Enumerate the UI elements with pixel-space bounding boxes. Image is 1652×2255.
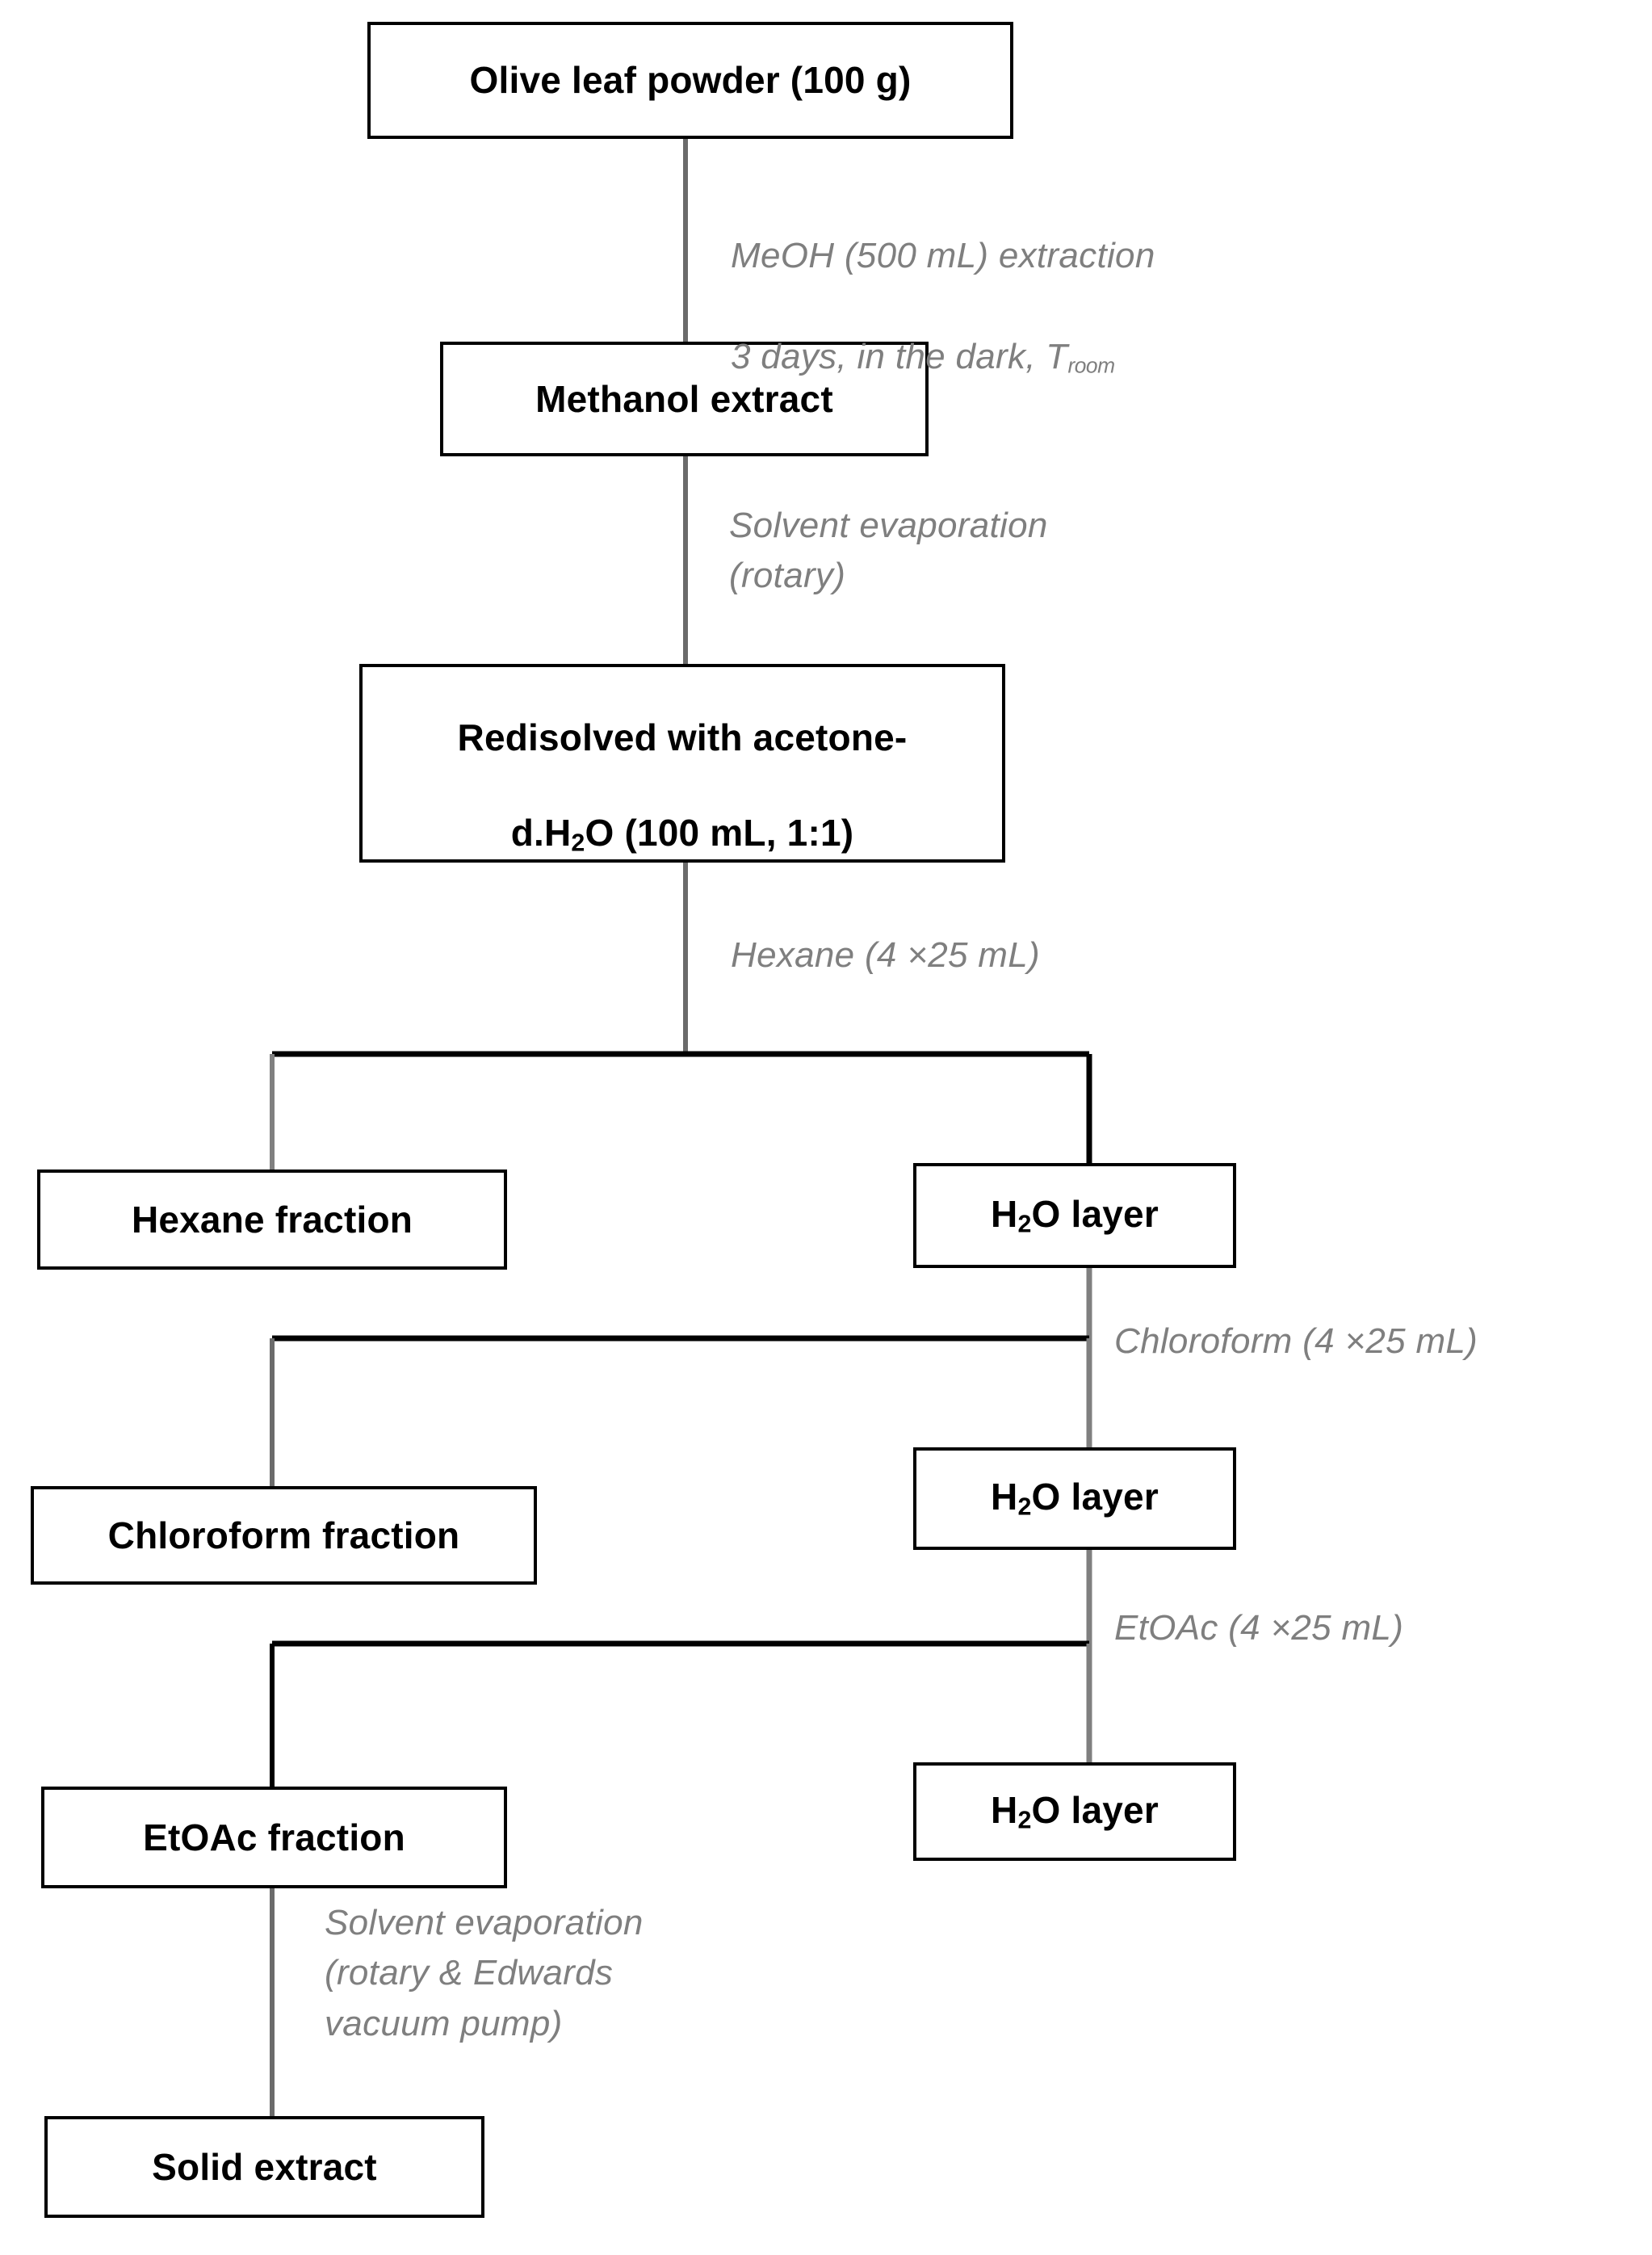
- subscript-2: 2: [1017, 1807, 1032, 1834]
- annotation-meoh-extraction: MeOH (500 mL) extraction 3 days, in the …: [731, 181, 1377, 433]
- node-solid-extract[interactable]: Solid extract: [44, 2116, 484, 2218]
- node-h2o-layer-1[interactable]: H2O layer: [913, 1163, 1236, 1268]
- node-olive-leaf-powder[interactable]: Olive leaf powder (100 g): [367, 22, 1013, 139]
- annotation-meoh-line-1: MeOH (500 mL) extraction: [731, 236, 1155, 276]
- node-etoac-fraction[interactable]: EtOAc fraction: [41, 1787, 507, 1888]
- subscript-2: 2: [571, 829, 585, 857]
- node-chloroform-fraction[interactable]: Chloroform fraction: [31, 1486, 537, 1585]
- node-h2o-layer-2[interactable]: H2O layer: [913, 1447, 1236, 1550]
- annotation-hexane-partition: Hexane (4 ×25 mL): [731, 935, 1040, 975]
- annotation-etoac-partition: EtOAc (4 ×25 mL): [1114, 1608, 1404, 1648]
- annotation-chloroform-partition: Chloroform (4 ×25 mL): [1114, 1321, 1478, 1361]
- node-chloroform-fraction-label: Chloroform fraction: [107, 1514, 460, 1556]
- subscript-room: room: [1067, 353, 1115, 378]
- node-h2o-layer-1-label: H2O layer: [991, 1192, 1159, 1238]
- subscript-2: 2: [1017, 1493, 1032, 1521]
- node-redisolved-acetone[interactable]: Redisolved with acetone- d.H2O (100 mL, …: [359, 664, 1005, 863]
- node-solid-extract-label: Solid extract: [152, 2145, 377, 2188]
- node-olive-leaf-powder-label: Olive leaf powder (100 g): [469, 59, 912, 102]
- annotation-meoh-line-2: 3 days, in the dark, Troom: [731, 337, 1115, 378]
- node-h2o-layer-3-label: H2O layer: [991, 1788, 1159, 1834]
- node-hexane-fraction[interactable]: Hexane fraction: [37, 1169, 507, 1270]
- node-h2o-layer-3[interactable]: H2O layer: [913, 1762, 1236, 1861]
- node-methanol-extract[interactable]: Methanol extract: [440, 342, 929, 456]
- node-h2o-layer-2-label: H2O layer: [991, 1476, 1159, 1521]
- annotation-solvent-evaporation-rotary: Solvent evaporation (rotary): [729, 506, 1048, 596]
- annotation-solvent-evaporation-pump: Solvent evaporation (rotary & Edwards va…: [325, 1903, 644, 2043]
- redisolved-line-2: d.H2O (100 mL, 1:1): [510, 812, 854, 857]
- subscript-2: 2: [1017, 1211, 1032, 1238]
- redisolved-line-1: Redisolved with acetone-: [457, 716, 908, 759]
- node-redisolved-acetone-label: Redisolved with acetone- d.H2O (100 mL, …: [458, 666, 908, 859]
- node-methanol-extract-label: Methanol extract: [535, 377, 833, 420]
- node-hexane-fraction-label: Hexane fraction: [131, 1198, 413, 1241]
- node-etoac-fraction-label: EtOAc fraction: [143, 1816, 405, 1858]
